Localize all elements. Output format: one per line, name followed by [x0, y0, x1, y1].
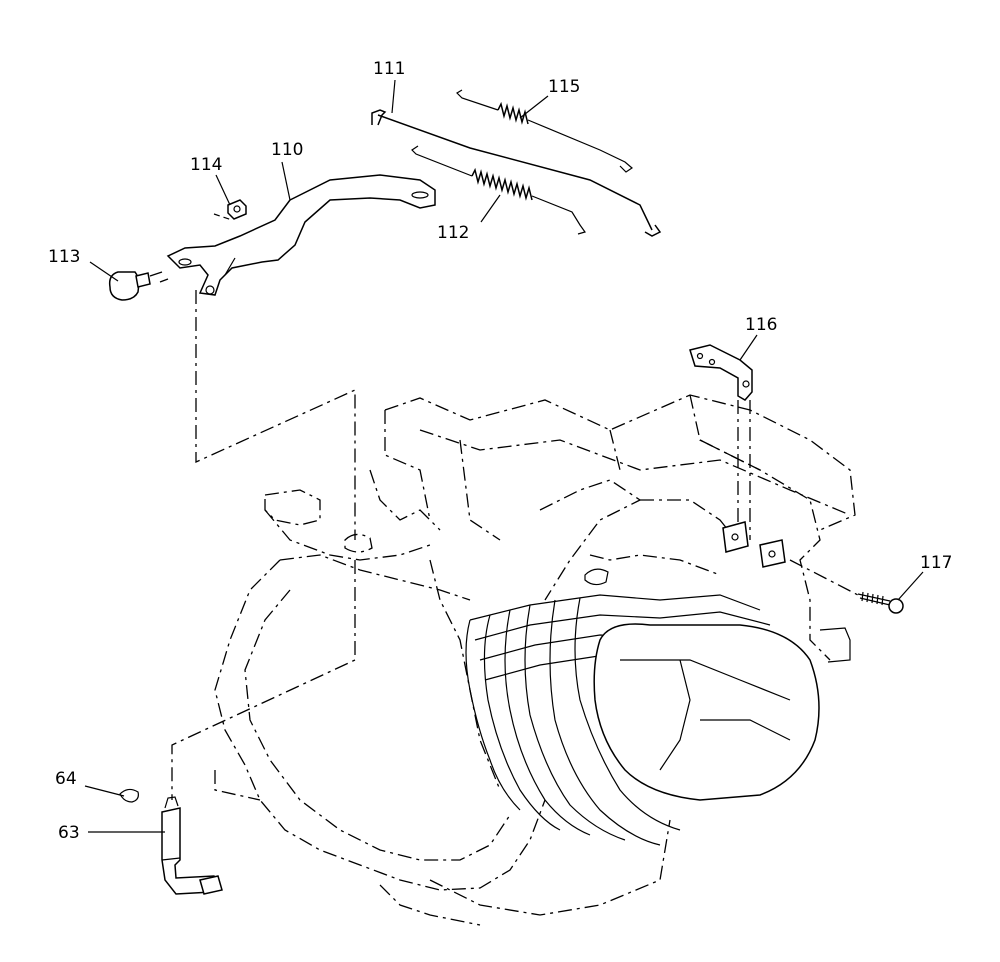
cylinder-head — [465, 568, 851, 846]
spring-small — [456, 89, 633, 173]
governor-lever — [166, 174, 436, 296]
callout-111: 111 — [373, 59, 405, 79]
callout-114: 114 — [190, 155, 222, 175]
callout-115: 115 — [548, 77, 580, 97]
bolt-part — [108, 271, 163, 301]
clip-part — [119, 788, 139, 803]
mount-tabs — [722, 521, 786, 568]
callout-113: 113 — [48, 247, 80, 267]
callout-117: 117 — [920, 553, 952, 573]
nut-part — [213, 199, 247, 221]
callout-110: 110 — [271, 140, 303, 160]
assembly-lines — [159, 278, 859, 800]
governor-spring — [411, 145, 586, 235]
governor-rod — [371, 109, 662, 237]
governor-shaft — [161, 796, 223, 895]
callout-63: 63 — [58, 823, 80, 843]
callout-labels: 111 115 110 114 112 113 116 117 64 63 — [48, 59, 952, 843]
leader-lines — [84, 79, 924, 833]
callout-116: 116 — [745, 315, 777, 335]
callout-112: 112 — [437, 223, 469, 243]
screw-part — [857, 591, 904, 614]
bracket-part — [689, 344, 753, 401]
callout-64: 64 — [55, 769, 77, 789]
